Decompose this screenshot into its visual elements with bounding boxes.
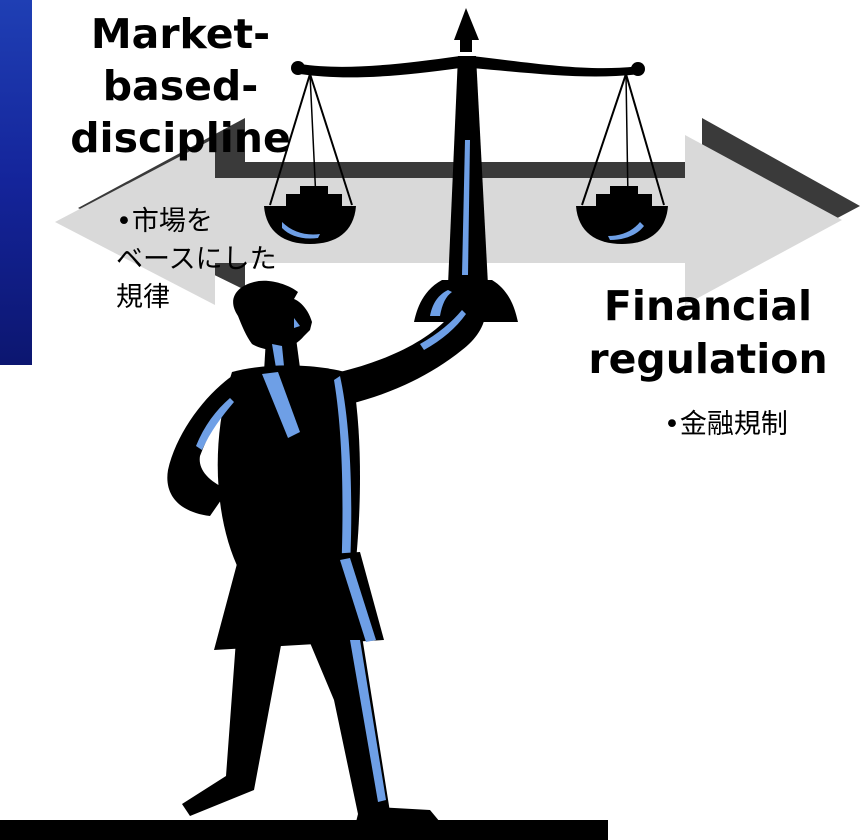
sidebar-accent-bar bbox=[0, 0, 32, 365]
left-bullet-line: 規律 bbox=[116, 282, 170, 313]
left-bullet-line: •市場を bbox=[116, 206, 213, 237]
left-bullet-line: ベースにした bbox=[116, 244, 277, 275]
right-heading-line: regulation bbox=[588, 335, 828, 383]
financial-regulation-heading: Financial regulation bbox=[582, 280, 834, 386]
financial-regulation-bullet: •金融規制 bbox=[664, 409, 788, 440]
market-discipline-bullet: •市場を ベースにした 規律 bbox=[116, 203, 277, 317]
scales-of-justice-icon bbox=[264, 8, 668, 322]
left-heading-line: discipline bbox=[70, 114, 291, 162]
market-discipline-heading: Market- based- discipline bbox=[58, 8, 303, 164]
left-heading-line: Market- bbox=[90, 10, 271, 58]
left-heading-line: based- bbox=[102, 62, 259, 110]
right-heading-line: Financial bbox=[603, 282, 813, 330]
businesswoman-figure bbox=[0, 280, 608, 840]
